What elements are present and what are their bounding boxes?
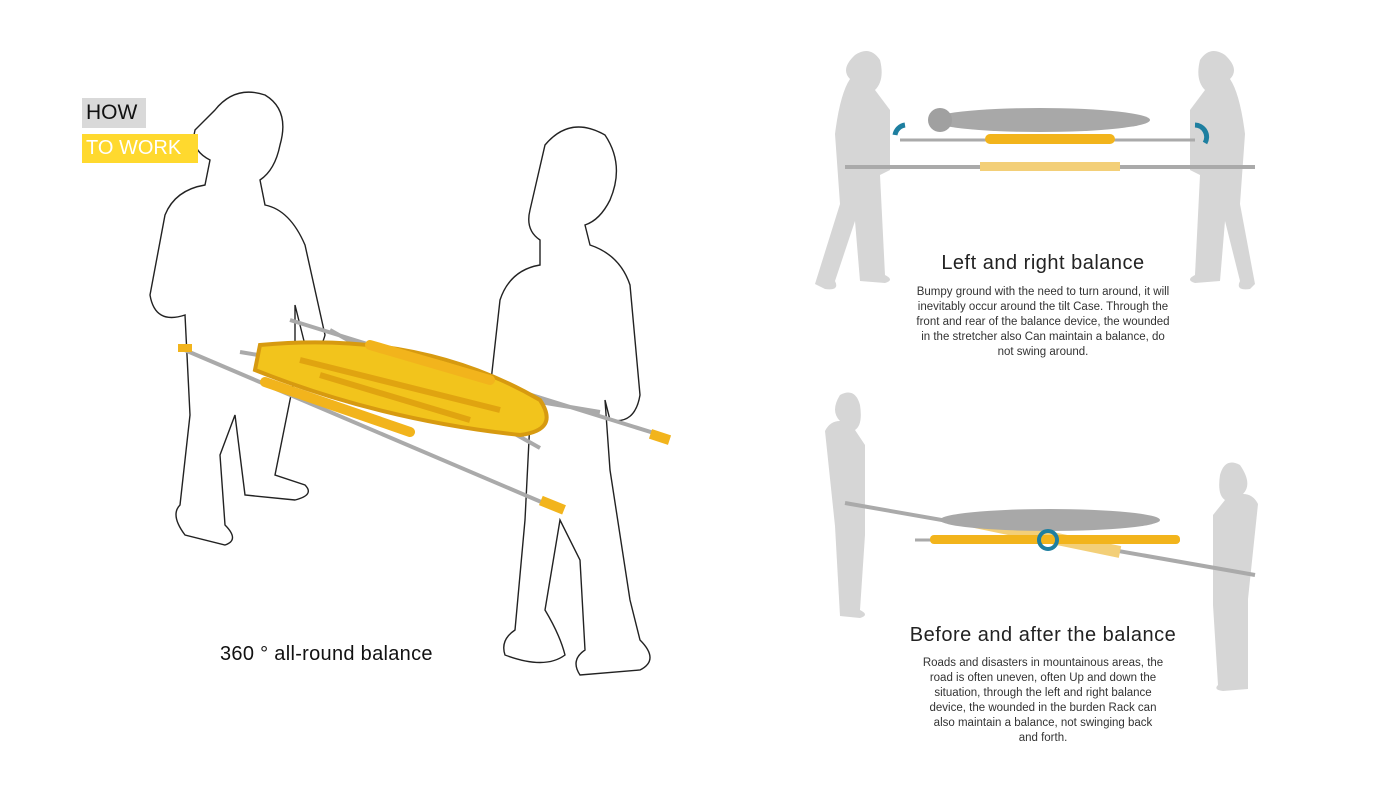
how-label: HOW — [82, 98, 146, 128]
bearer-left-outline — [149, 91, 326, 546]
rotate-left-icon — [892, 122, 906, 136]
stretcher-side-top — [845, 108, 1255, 171]
body-line: inevitably occur around the tilt Case. T… — [917, 301, 1169, 313]
stretcher-side-bottom — [844, 501, 1256, 577]
stretcher-3d — [178, 318, 672, 515]
body-line: also maintain a balance, not swinging ba… — [933, 717, 1153, 729]
section-title-left-right: Left and right balance — [941, 252, 1145, 274]
body-line: road is often uneven, often Up and down … — [929, 672, 1157, 684]
body-line: and forth. — [1018, 732, 1068, 744]
main-caption: 360 ° all-round balance — [220, 643, 433, 665]
section-title-before-after: Before and after the balance — [909, 624, 1177, 646]
body-line: in the stretcher also Can maintain a bal… — [921, 331, 1165, 343]
rotate-right-icon — [1194, 122, 1210, 145]
silhouettes-bottom — [825, 392, 1258, 691]
body-line: not swing around. — [997, 346, 1089, 358]
rotate-icon — [1037, 529, 1059, 551]
body-line: Roads and disasters in mountainous areas… — [922, 657, 1164, 669]
to-work-label: TO WORK — [82, 134, 198, 163]
section-body-before-after: Roads and disasters in mountainous areas… — [843, 656, 1243, 746]
body-line: situation, through the left and right ba… — [934, 687, 1152, 699]
silhouettes-top — [815, 51, 1255, 290]
section-body-left-right: Bumpy ground with the need to turn aroun… — [843, 285, 1243, 360]
body-line: Bumpy ground with the need to turn aroun… — [916, 286, 1170, 298]
body-line: device, the wounded in the burden Rack c… — [929, 702, 1157, 714]
body-line: front and rear of the balance device, th… — [916, 316, 1170, 328]
